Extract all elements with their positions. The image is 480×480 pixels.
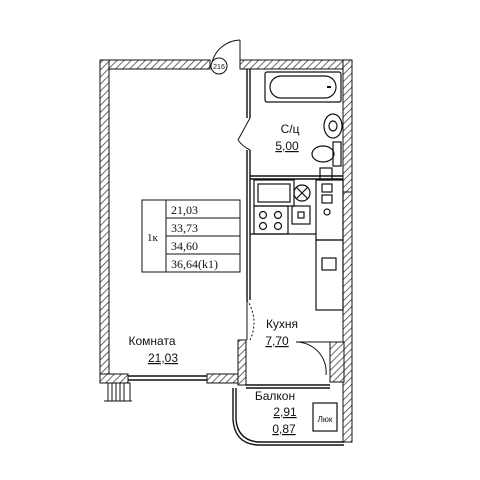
hatch-label: Люк [318,415,333,424]
bathroom-name: С/ц [281,122,300,136]
wall-right-bottom [342,191,353,443]
area-total: 33,73 [171,221,198,235]
wall-top-right [239,59,351,70]
area-total-with-balcony: 34,60 [171,239,198,253]
balcony-area-1: 2,91 [273,405,297,419]
wall-left [99,59,110,383]
toilet [323,113,343,139]
bathtub [264,71,342,103]
wall-balcony-pillar [329,341,345,383]
door-tag: 216 [213,64,225,71]
entrance-door [210,39,241,75]
wall-bottom-left [99,373,129,384]
balcony-name: Балкон [255,389,295,403]
area-total-k1: 36,64(k1) [171,257,218,271]
kitchen-set [250,167,344,311]
area-total-living: 21,03 [171,203,198,217]
balcony-area-2: 0,87 [272,422,296,436]
bathroom-door [237,117,251,151]
hatch-box [312,402,338,432]
wall-top-left [106,59,211,70]
door-tag-circle [210,57,228,75]
room-window [104,382,132,402]
balcony-door [295,341,330,376]
bathroom-area: 5,00 [275,139,299,153]
info-table [141,199,241,273]
sink [311,141,342,167]
room-name: Комната [129,334,176,348]
room-count: 1к [147,232,159,244]
partitions [128,69,344,446]
kitchen-door [246,299,255,341]
room-area: 21,03 [148,351,178,365]
wall-right-top [342,59,353,193]
walls [99,59,353,443]
kitchen-name: Кухня [266,317,298,331]
kitchen-area: 7,70 [265,334,289,348]
wall-kitchen-pillar [237,339,247,386]
